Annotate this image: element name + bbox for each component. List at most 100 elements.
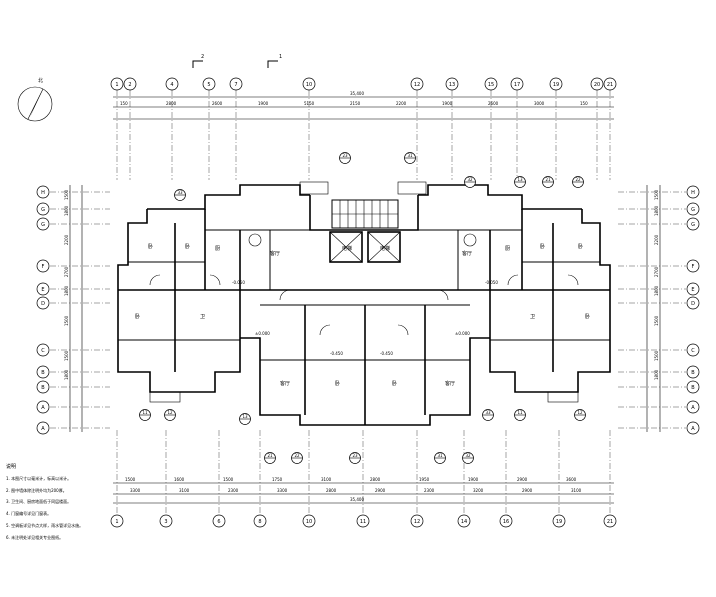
level-mark: ±0.000 xyxy=(255,331,270,336)
svg-text:20: 20 xyxy=(594,82,600,88)
level-mark: ±0.000 xyxy=(455,331,470,336)
svg-text:13: 13 xyxy=(517,177,523,182)
dimension-text: 1900 xyxy=(258,101,269,106)
callout-marker: 23 xyxy=(339,152,351,164)
svg-text:1: 1 xyxy=(279,54,282,60)
room-label: 卫 xyxy=(200,314,205,320)
axis-bubble-top: 1 xyxy=(110,77,124,91)
axis-bubble-left: A xyxy=(36,400,50,414)
svg-text:11: 11 xyxy=(142,410,148,415)
svg-text:19: 19 xyxy=(553,82,559,88)
axis-bubble-top: 19 xyxy=(549,77,563,91)
callout-marker: 12 xyxy=(164,409,176,421)
axis-bubble-right: C xyxy=(686,343,700,357)
callout-marker: 11 xyxy=(514,409,526,421)
svg-text:F: F xyxy=(692,264,695,270)
axis-bubble-top: 17 xyxy=(510,77,524,91)
dimension-text: 1800 xyxy=(64,369,69,380)
dimension-text: 2150 xyxy=(350,101,361,106)
callout-marker: 33 xyxy=(482,409,494,421)
bottom-overall-dimension: 35,400 xyxy=(350,497,364,502)
axis-bubble-left: D xyxy=(36,296,50,310)
dimension-text: 3100 xyxy=(321,477,332,482)
svg-text:B: B xyxy=(41,370,45,376)
callout-marker: 31 xyxy=(434,452,446,464)
callout-marker: 21 xyxy=(542,176,554,188)
dimension-text: 2300 xyxy=(424,488,435,493)
note-line: 1. 本图尺寸以毫米计，标高以米计。 xyxy=(6,475,71,481)
section-mark-2: 2 xyxy=(192,54,204,68)
axis-bubble-left: E xyxy=(36,282,50,296)
dimension-text: 5150 xyxy=(304,101,315,106)
svg-text:13: 13 xyxy=(449,82,455,88)
svg-text:33: 33 xyxy=(177,190,183,195)
callout-marker: 22 xyxy=(572,176,584,188)
dimension-text: 2600 xyxy=(212,101,223,106)
north-arrow-icon: 北 xyxy=(17,77,53,122)
dimension-text: 1800 xyxy=(654,369,659,380)
dimension-text: 1500 xyxy=(654,315,659,326)
svg-text:D: D xyxy=(41,301,45,307)
svg-text:B: B xyxy=(691,385,695,391)
dimension-text: 2700 xyxy=(64,266,69,277)
svg-text:21: 21 xyxy=(607,82,613,88)
svg-text:D: D xyxy=(691,301,695,307)
dimension-text: 1800 xyxy=(654,205,659,216)
svg-text:G: G xyxy=(41,207,45,213)
dimension-text: 2800 xyxy=(326,488,337,493)
svg-text:17: 17 xyxy=(514,82,520,88)
svg-text:B: B xyxy=(691,370,695,376)
room-label: 卧 xyxy=(585,313,590,320)
svg-text:22: 22 xyxy=(575,177,581,182)
section-mark-1: 1 xyxy=(267,54,282,68)
axis-bubble-right: F xyxy=(686,259,700,273)
dimension-text: 3300 xyxy=(277,488,288,493)
level-mark: -0.050 xyxy=(485,280,498,285)
dimension-text: 2900 xyxy=(517,477,528,482)
note-line: 5. 空调板详见节点大样，雨水管详见水施。 xyxy=(6,522,83,528)
dimension-text: 3000 xyxy=(534,101,545,106)
dimension-text: 1950 xyxy=(419,477,430,482)
svg-text:A: A xyxy=(41,405,45,411)
dimension-text: 2700 xyxy=(654,266,659,277)
callout-marker: 33 xyxy=(174,189,186,201)
svg-text:15: 15 xyxy=(488,82,494,88)
dimension-text: 150 xyxy=(580,101,588,106)
dimension-text: 1900 xyxy=(442,101,453,106)
svg-text:E: E xyxy=(41,287,44,293)
callout-marker: 21 xyxy=(264,452,276,464)
room-label: 厨 xyxy=(505,246,510,252)
notes-title: 说明 xyxy=(6,463,16,470)
dimension-text: 2900 xyxy=(522,488,533,493)
note-line: 2. 图中墙体除注明外均为200厚。 xyxy=(6,487,67,493)
dimension-text: 1500 xyxy=(223,477,234,482)
svg-text:A: A xyxy=(691,405,695,411)
svg-text:21: 21 xyxy=(267,453,273,458)
svg-text:31: 31 xyxy=(407,153,413,158)
svg-text:12: 12 xyxy=(414,82,420,88)
room-label: 卧 xyxy=(185,243,190,250)
room-labels: 卧 卧 厨 客厅 电梯 电梯 客厅 厨 卧 卧 卧 卫 客厅 卧 卧 客厅 卫 … xyxy=(135,243,590,387)
svg-text:33: 33 xyxy=(485,410,491,415)
axis-bubble-right: E xyxy=(686,282,700,296)
axis-bubble-right: G xyxy=(686,202,700,216)
dimension-text: 1800 xyxy=(654,285,659,296)
axis-bubble-bottom: 1 xyxy=(110,514,124,528)
svg-text:3: 3 xyxy=(164,519,167,525)
svg-text:21: 21 xyxy=(545,177,551,182)
svg-text:C: C xyxy=(691,348,695,354)
svg-text:32: 32 xyxy=(467,177,473,182)
dimension-text: 2600 xyxy=(488,101,499,106)
dimension-text: 1500 xyxy=(64,189,69,200)
svg-text:10: 10 xyxy=(306,82,312,88)
axis-bubble-top: 2 xyxy=(123,77,137,91)
axis-bubble-bottom: 14 xyxy=(457,514,471,528)
axis-bubble-left: F xyxy=(36,259,50,273)
north-label: 北 xyxy=(38,77,43,84)
room-label: 厨 xyxy=(215,246,220,252)
svg-text:A: A xyxy=(691,426,695,432)
room-label: 客厅 xyxy=(270,250,280,257)
